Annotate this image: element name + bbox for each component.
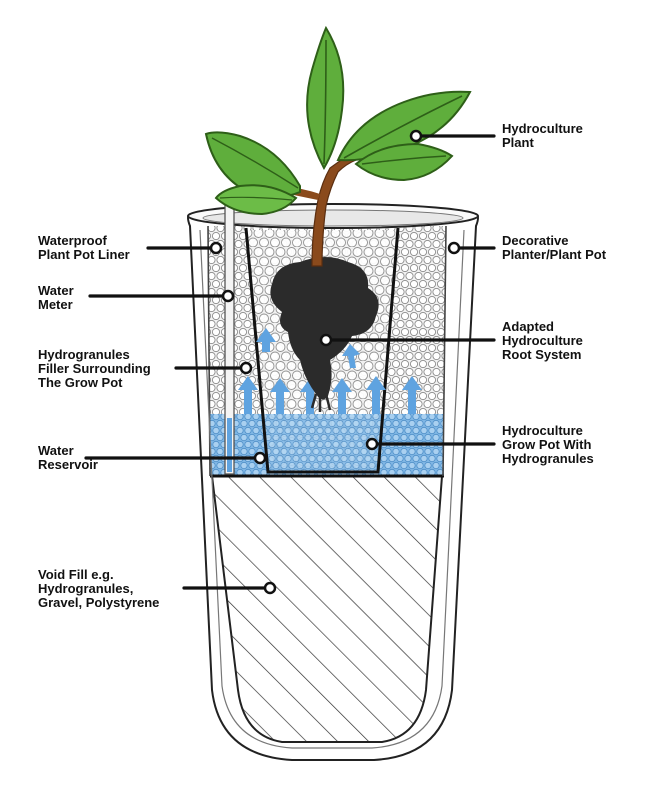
- label-hydrogranules-filler: Hydrogranules Filler Surrounding The Gro…: [38, 347, 151, 390]
- label-pot-liner: Waterproof Plant Pot Liner: [38, 233, 130, 262]
- grow-pot-outline: [244, 227, 400, 474]
- callout-lines: [84, 134, 496, 590]
- plant-leaves: [204, 25, 472, 216]
- label-decorative-planter: Decorative Planter/Plant Pot: [502, 233, 607, 262]
- void-fill-region: [210, 475, 444, 743]
- label-void-fill: Void Fill e.g. Hydrogranules, Gravel, Po…: [38, 567, 160, 610]
- callout-dots: [209, 129, 461, 595]
- label-grow-pot: Hydroculture Grow Pot With Hydrogranules: [502, 423, 594, 466]
- label-hydroculture-plant: Hydroculture Plant: [502, 121, 583, 150]
- label-water-meter: Water Meter: [38, 283, 74, 312]
- decorative-planter-outline: [187, 213, 479, 761]
- root-system: [270, 257, 379, 400]
- label-water-reservoir: Water Reservoir: [38, 443, 98, 472]
- label-root-system: Adapted Hydroculture Root System: [502, 319, 583, 362]
